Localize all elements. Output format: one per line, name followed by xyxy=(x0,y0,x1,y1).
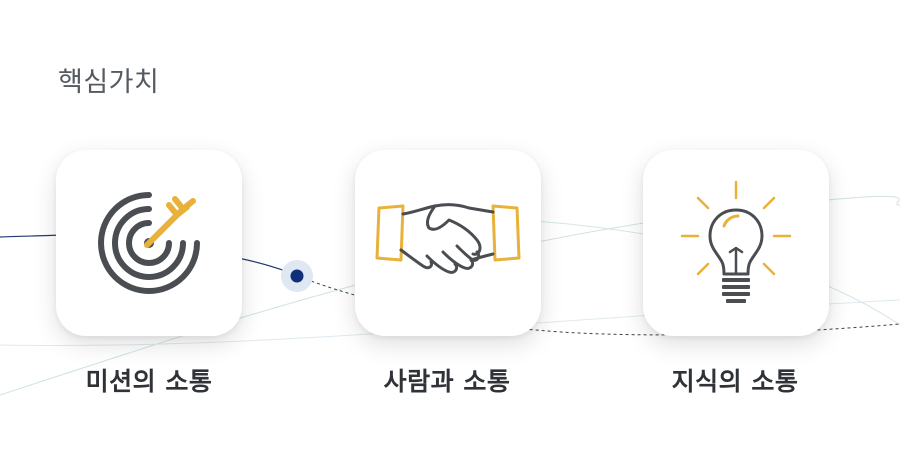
lightbulb-icon xyxy=(680,180,792,303)
value-card-mission xyxy=(56,150,242,336)
connector-dashed xyxy=(299,276,401,306)
decorative-curve xyxy=(0,195,900,396)
node-dot xyxy=(290,269,304,283)
page-title: 핵심가치 xyxy=(58,67,160,98)
value-label-mission: 미션의 소통 xyxy=(85,367,213,396)
value-card-knowledge xyxy=(643,150,829,336)
target-arrow-icon xyxy=(98,192,200,294)
value-label-knowledge: 지식의 소통 xyxy=(671,367,799,396)
connector-line xyxy=(0,234,61,238)
connector-dashed xyxy=(499,323,900,336)
value-card-people xyxy=(355,150,541,336)
handshake-icon xyxy=(375,203,521,274)
value-label-people: 사람과 소통 xyxy=(383,367,511,396)
